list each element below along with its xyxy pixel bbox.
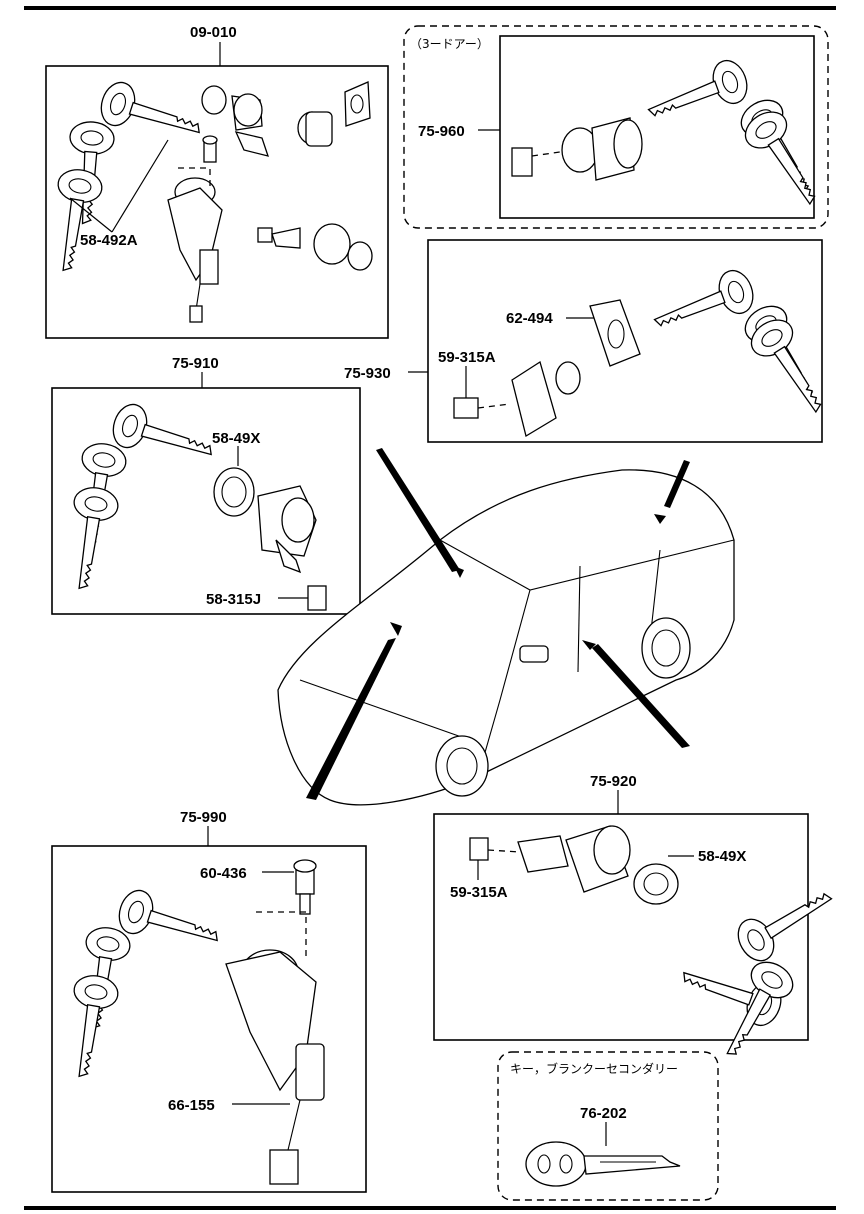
callout-75-930: 75-930 — [344, 365, 391, 382]
door-cylinder-icon — [469, 825, 679, 905]
callout-75-910: 75-910 — [172, 355, 219, 372]
panel-76-202: キー，ブランクーセコンダリー 76-202 — [497, 1051, 719, 1201]
callout-59-315a-rear: 59-315A — [438, 349, 496, 366]
note-3-door: （3ードアー） — [410, 37, 489, 51]
callout-75-960: 75-960 — [418, 123, 465, 140]
door-cylinder-icon — [213, 467, 327, 611]
top-rule — [24, 6, 836, 10]
panel-75-990: 75-990 60-436 66-155 — [51, 809, 367, 1193]
callout-66-155: 66-155 — [168, 1097, 215, 1114]
key-pair-icon — [641, 55, 831, 216]
panel-75-930: 75-930 62-494 59-315A — [344, 239, 837, 443]
panel-09-010: 09-010 58-492A — [42, 24, 389, 339]
key-pair-icon — [647, 265, 837, 424]
callout-58-492a: 58-492A — [80, 232, 138, 249]
door-cylinder-icon — [201, 81, 373, 271]
callout-59-315a-door: 59-315A — [450, 884, 508, 901]
ignition-lock-icon — [225, 859, 325, 1185]
callout-75-990: 75-990 — [180, 809, 227, 826]
callout-58-49x-right: 58-49X — [698, 848, 746, 865]
key-pair-icon — [58, 885, 226, 1082]
trunk-cylinder-icon — [453, 299, 641, 438]
blank-key-icon — [525, 1141, 681, 1187]
tailgate-cylinder-icon — [511, 117, 643, 181]
callout-60-436: 60-436 — [200, 865, 247, 882]
callout-09-010: 09-010 — [190, 24, 237, 41]
panel-75-920: 75-920 58-49X 59-315A — [433, 773, 843, 1067]
callout-58-49x-left: 58-49X — [212, 430, 260, 447]
callout-58-315j: 58-315J — [206, 591, 261, 608]
callout-75-920: 75-920 — [590, 773, 637, 790]
key-pair-icon — [675, 877, 843, 1067]
bottom-rule — [24, 1206, 836, 1210]
key-pair-icon — [58, 399, 220, 594]
panel-75-910: 75-910 58-49X 58-315J — [51, 355, 361, 615]
ignition-lock-icon — [167, 135, 223, 323]
callout-62-494: 62-494 — [506, 310, 553, 327]
callout-76-202: 76-202 — [580, 1105, 627, 1122]
note-blank-key: キー，ブランクーセコンダリー — [510, 1061, 678, 1076]
panel-75-960: （3ードアー） 75-960 — [403, 25, 831, 229]
location-pointers — [306, 448, 690, 800]
car-illustration — [277, 469, 735, 806]
